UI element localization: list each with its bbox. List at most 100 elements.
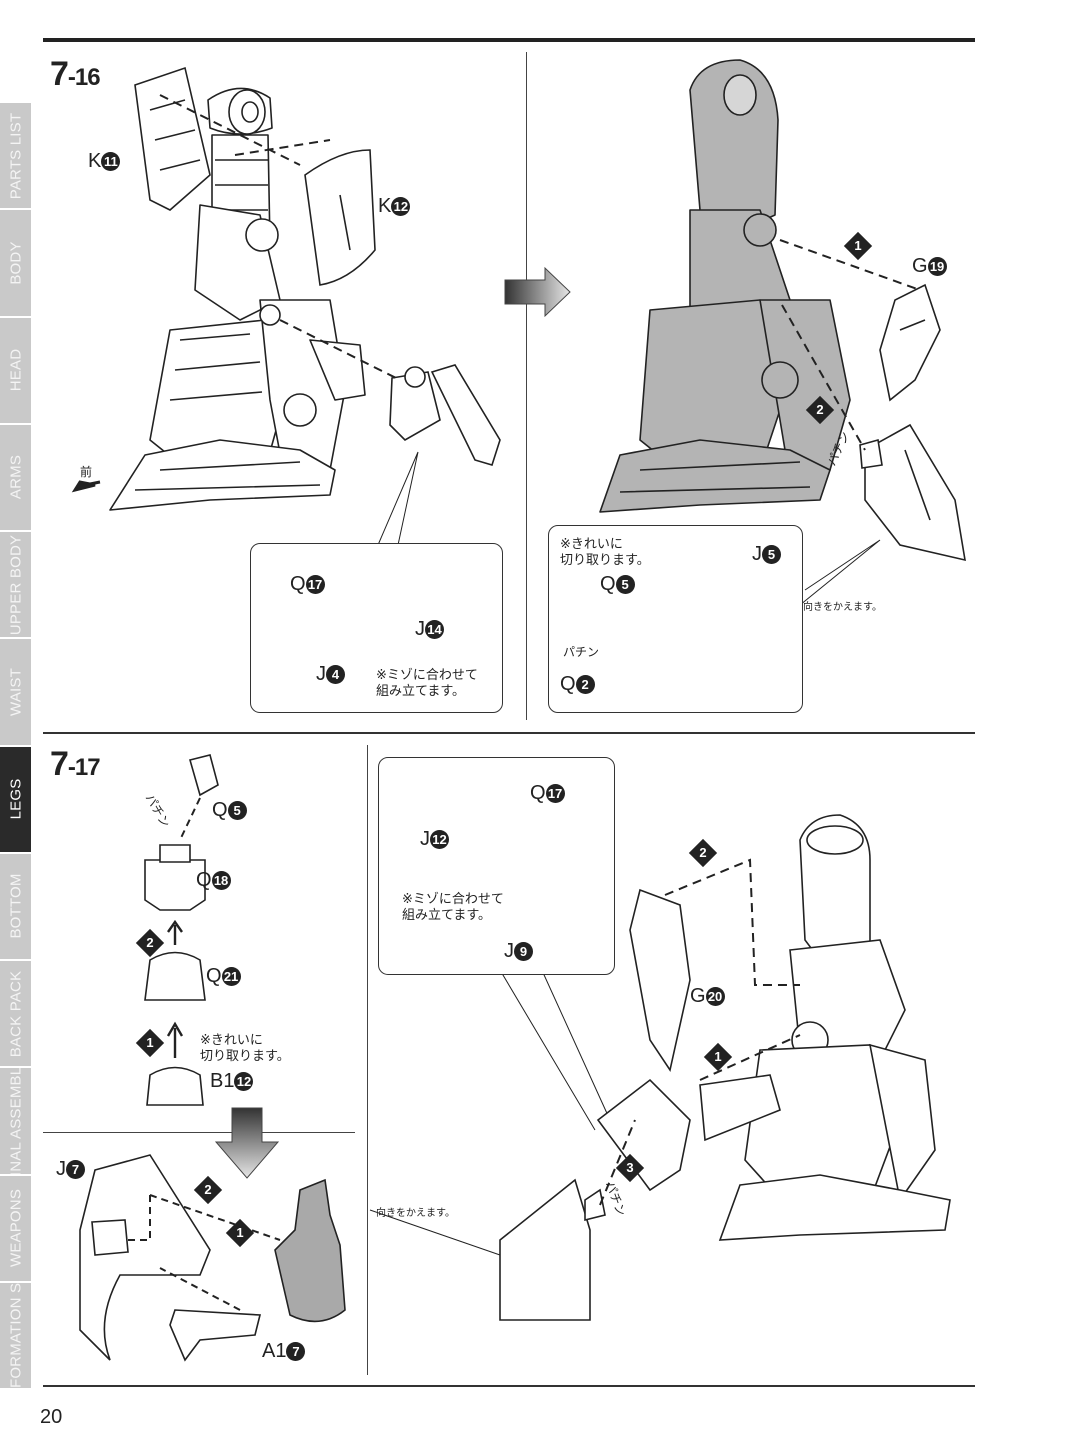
step-a-divider [526,52,527,720]
tab-legs[interactable]: LEGS [0,746,31,854]
tab-upper-body[interactable]: UPPER BODY [0,532,31,640]
part-letter: J [56,1158,66,1180]
order-number: 1 [854,238,862,253]
part-number-badge: 11 [101,152,121,172]
leg-assembled-drawing [599,59,851,513]
part-letter: K [88,150,102,172]
step-b-divider [367,745,368,1375]
click-label-inset: パチン [563,645,600,659]
order-number: 3 [626,1160,634,1175]
tab-bottom[interactable]: BOTTOM [0,853,31,961]
step-b-lower-drawing [79,1154,346,1362]
tab-body[interactable]: BODY [0,210,31,318]
part-letter: Q [290,573,306,595]
order-number: 1 [146,1035,154,1050]
step-b-leg-drawing [699,814,951,1241]
tab-back-pack[interactable]: BACK PACK [0,961,31,1069]
next-step-arrow [504,266,571,318]
step-b-major: 7 [50,745,69,783]
tab-arms[interactable]: ARMS [0,424,31,532]
part-k12-drawing [304,149,376,286]
order-number: 2 [146,935,154,950]
part-number-badge: 20 [705,987,725,1007]
part-number-badge: 4 [326,665,345,685]
part-letter: Q [530,782,546,804]
part-letter: J [420,828,430,850]
part-letter: J [415,618,425,640]
order-badge-d3: 3 [615,1153,645,1183]
bottom-rule [43,1385,975,1387]
tab-parts-list[interactable]: PARTS LIST [0,103,31,211]
tab-transformation-system[interactable]: TRANSFORMATION SYSTEM [0,1282,31,1390]
tab-weapons[interactable]: WEAPONS [0,1175,31,1283]
order-badge-d1: 1 [703,1042,733,1072]
part-shin-armor-drawing [859,423,966,562]
page-number: 20 [40,1406,63,1428]
part-letter: Q [560,673,576,695]
order-badge-b2: 2 [135,928,165,958]
part-number-badge: 19 [927,257,947,277]
part-letter: J [316,663,326,685]
order-badge-c1: 1 [225,1218,255,1248]
part-number-badge: 12 [391,197,411,217]
step-b-sub: -17 [67,754,101,781]
cut-note-b: ※きれいに 切り取ります。 [200,1033,290,1064]
step-a-sub: -16 [67,64,101,91]
part-number-badge: 5 [762,545,781,565]
part-letter: Q [196,869,212,891]
part-number-badge: 5 [227,801,247,821]
tab-final-assemble[interactable]: FINAL ASSEMBLE [0,1068,31,1176]
top-rule [43,38,975,42]
part-letter: G [690,985,706,1007]
part-number-badge: 12 [430,830,449,850]
order-number: 2 [816,402,824,417]
order-number: 1 [714,1049,722,1064]
order-number: 2 [699,845,707,860]
detail-inset-knee-b [378,757,615,975]
groove-note: ※ミゾに合わせて 組み立てます。 [376,668,478,699]
part-g20-drawing [629,888,691,1073]
part-number-badge: 2 [575,675,595,695]
groove-note-b: ※ミゾに合わせて 組み立てます。 [402,892,504,923]
step-b-number: 7-17 [50,745,101,784]
detail-inset-knee [250,543,503,713]
part-letter: K [378,195,392,217]
part-number-badge: 9 [514,942,533,962]
step-a-major: 7 [50,55,69,93]
knee-part-drawing [389,364,501,466]
part-number-badge: 5 [615,575,635,595]
part-number-badge: 17 [305,575,325,595]
order-badge-1: 1 [843,231,873,261]
lower-armor-drawing [499,1078,691,1321]
order-badge-d2: 2 [688,838,718,868]
part-letter: J [504,940,514,962]
turn-note-b: 向きをかえます。 [376,1208,455,1219]
part-letter: Q [206,965,222,987]
turn-note: 向きをかえます。 [803,602,882,613]
part-number-badge: 18 [211,871,231,891]
order-number: 1 [236,1225,244,1240]
tab-head[interactable]: HEAD [0,317,31,425]
order-number: 2 [204,1182,212,1197]
tab-waist[interactable]: WAIST [0,639,31,747]
part-letter: B1 [210,1070,235,1092]
part-letter: A1 [262,1340,287,1362]
